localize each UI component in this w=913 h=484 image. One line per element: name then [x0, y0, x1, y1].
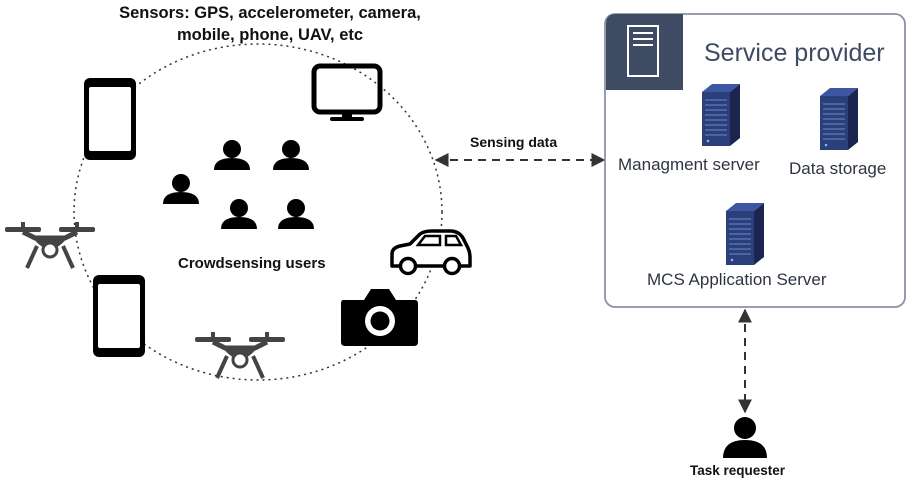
crowd-users-icon: [163, 140, 314, 229]
app-server-icon: [725, 202, 765, 266]
crowd-boundary: [73, 43, 443, 381]
data-storage-label: Data storage: [789, 159, 887, 178]
task-requester-label: Task requester: [690, 463, 786, 478]
car-icon: [390, 229, 472, 276]
data-storage-icon: [819, 87, 859, 151]
sensors-line-2: mobile, phone, UAV, etc: [176, 26, 364, 44]
document-icon: [606, 14, 683, 90]
camera-icon: [341, 289, 418, 346]
drone-icon: [195, 332, 285, 378]
management-server-icon: [701, 83, 741, 147]
sensing-data-label: Sensing data: [470, 134, 558, 150]
phone-icon: [93, 275, 145, 357]
sensors-caption: Sensors: GPS, accelerometer, camera, mob…: [80, 2, 460, 46]
sensors-line-1: Sensors: GPS, accelerometer, camera,: [119, 4, 421, 22]
crowd-label: Crowdsensing users: [178, 255, 326, 272]
monitor-icon: [311, 63, 383, 121]
app-server-label: MCS Application Server: [647, 270, 827, 289]
phone-icon: [84, 78, 136, 160]
task-requester-icon: [723, 417, 767, 458]
drone-icon: [5, 222, 95, 268]
service-provider-title: Service provider: [704, 39, 885, 67]
management-server-label: Managment server: [618, 155, 760, 174]
